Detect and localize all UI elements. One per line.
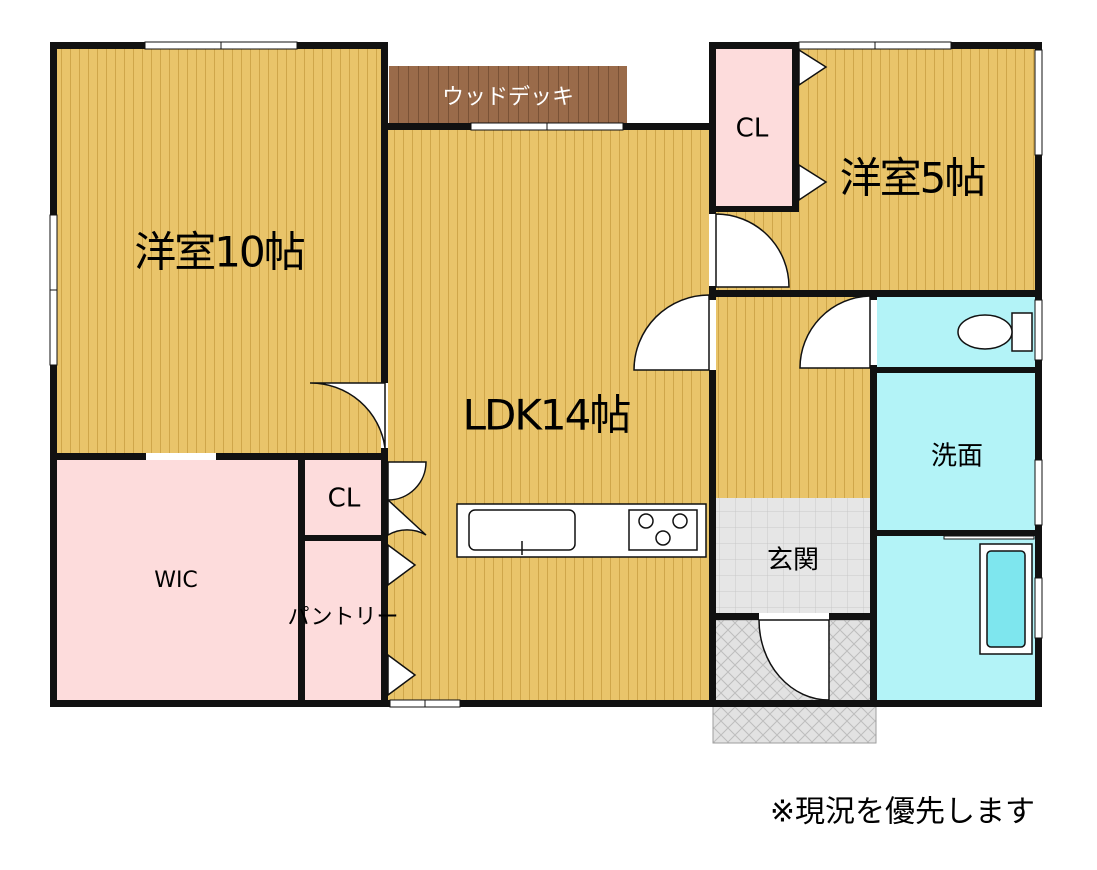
toilet — [957, 312, 1033, 352]
cl-top-floor — [713, 45, 795, 210]
door-western-10 — [309, 382, 386, 449]
label-western-room-10: 洋室10帖 — [134, 228, 304, 277]
label-washroom: 洗面 — [931, 442, 983, 472]
washroom-floor — [876, 373, 1038, 533]
label-pantry: パントリー — [287, 605, 398, 630]
label-cl-top: CL — [736, 114, 769, 144]
label-western-room-5: 洋室5帖 — [840, 154, 986, 203]
kitchen-counter — [456, 503, 707, 558]
label-entrance: 玄関 — [767, 546, 819, 576]
note-current-condition: ※現況を優先します — [770, 795, 1035, 830]
wic-floor — [55, 457, 302, 703]
label-wic: WIC — [154, 568, 198, 593]
door-toilet — [799, 295, 871, 369]
door-western-5 — [715, 213, 790, 288]
pantry-floor — [305, 541, 385, 703]
western-room-5-floor — [795, 45, 1038, 293]
western-room-10-floor — [52, 45, 385, 457]
label-wood-deck: ウッドデッキ — [442, 85, 574, 110]
label-ldk: LDK14帖 — [463, 391, 631, 440]
windows — [49, 41, 1043, 708]
door-swings — [309, 48, 874, 701]
label-cl-left: CL — [328, 484, 361, 514]
bathtub — [979, 543, 1033, 655]
door-entrance — [758, 619, 830, 701]
cl-left-floor — [305, 460, 385, 538]
door-ldk — [633, 294, 710, 371]
entrance-floor — [713, 498, 873, 616]
ldk-floor — [385, 127, 713, 703]
wood-deck — [389, 66, 627, 126]
